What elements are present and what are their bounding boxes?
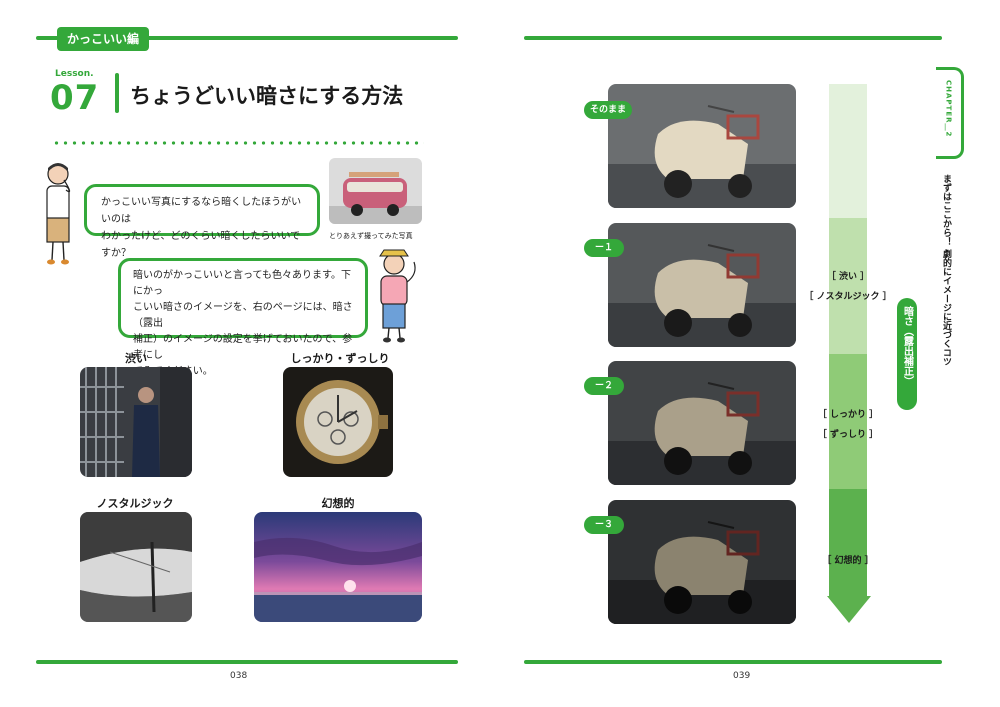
chapter-vertical-title: まずはここから！ 劇的にイメージに近づくコツ — [941, 174, 951, 367]
chapter-tab: CHAPTER＿2 — [936, 67, 964, 159]
sample-label-nostalgic: ノスタルジック — [96, 497, 174, 510]
sample-photo-shibui — [80, 367, 192, 477]
sample-label-gensou: 幻想的 — [321, 497, 355, 510]
lesson-label: Lesson. — [55, 69, 94, 79]
bus-photo — [329, 158, 422, 224]
top-rule-left — [36, 36, 458, 40]
woman-character-icon — [46, 163, 71, 265]
lesson-divider — [115, 73, 119, 113]
answer-line-2: こいい暗さのイメージを、右のページには、暗さ（露出 — [133, 302, 353, 329]
bottom-rule-left — [36, 660, 458, 664]
scale-segment-3 — [829, 489, 867, 597]
question-line-2: わかったけど、どのくらい暗くしたらいいですか？ — [101, 231, 301, 259]
sample-label-shibui: 渋い — [125, 352, 147, 365]
answer-bubble: 暗いのがかっこいいと言っても色々あります。下にかっ こいい暗さのイメージを、右の… — [118, 258, 368, 377]
lesson-title: ちょうどいい暗さにする方法 — [130, 84, 404, 108]
exposure-label-text: 暗さ（露出補正） — [901, 306, 913, 386]
bus-caption: とりあえず撮ってみた写真 — [329, 232, 413, 240]
category-tag: かっこいい編 — [57, 27, 150, 51]
page-number-left: 038 — [230, 671, 248, 681]
question-bubble: かっこいい写真にするなら暗くしたほうがいいのは わかったけど、どのくらい暗くした… — [84, 184, 320, 259]
scale-label-shikkari: ［ しっかり ］ — [817, 410, 879, 420]
dotted-divider — [52, 141, 424, 145]
step-pill-minus3: ー３ — [584, 516, 624, 534]
scale-segment-2 — [829, 354, 867, 489]
sample-photo-shikkari — [283, 367, 393, 477]
man-character-icon — [379, 249, 416, 343]
scale-label-gensou: ［ 幻想的 ］ — [822, 556, 874, 566]
scale-arrow-head-icon — [827, 596, 871, 623]
step-pill-original: そのまま — [584, 101, 632, 119]
scooter-photo-minus3 — [608, 500, 796, 624]
scooter-photo-minus1 — [608, 223, 796, 347]
exposure-label: 暗さ（露出補正） — [897, 298, 917, 410]
scooter-photo-minus2 — [608, 361, 796, 485]
top-rule-right — [524, 36, 942, 40]
answer-line-1: 暗いのがかっこいいと言っても色々あります。下にかっ — [133, 270, 351, 297]
lesson-number: 07 — [50, 78, 100, 118]
question-line-1: かっこいい写真にするなら暗くしたほうがいいのは — [101, 197, 302, 225]
scale-segment-1 — [829, 218, 867, 354]
page-number-right: 039 — [733, 671, 751, 681]
scale-label-zusshiri: ［ ずっしり ］ — [817, 430, 879, 440]
scale-segment-0 — [829, 84, 867, 218]
bottom-rule-right — [524, 660, 942, 664]
chapter-label: CHAPTER＿2 — [944, 80, 953, 138]
step-pill-minus2: ー２ — [584, 377, 624, 395]
scale-label-shibui: ［ 渋い ］ — [826, 272, 870, 282]
sample-photo-gensou — [254, 512, 422, 622]
scale-label-nostalgic: ［ ノスタルジック ］ — [804, 292, 892, 302]
sample-label-shikkari: しっかり・ずっしり — [290, 352, 390, 365]
answer-line-3: 補正）のイメージの設定を挙げておいたので、参考にし — [133, 334, 353, 361]
step-pill-minus1: ー１ — [584, 239, 624, 257]
sample-photo-nostalgic — [80, 512, 192, 622]
scooter-photo-original — [608, 84, 796, 208]
